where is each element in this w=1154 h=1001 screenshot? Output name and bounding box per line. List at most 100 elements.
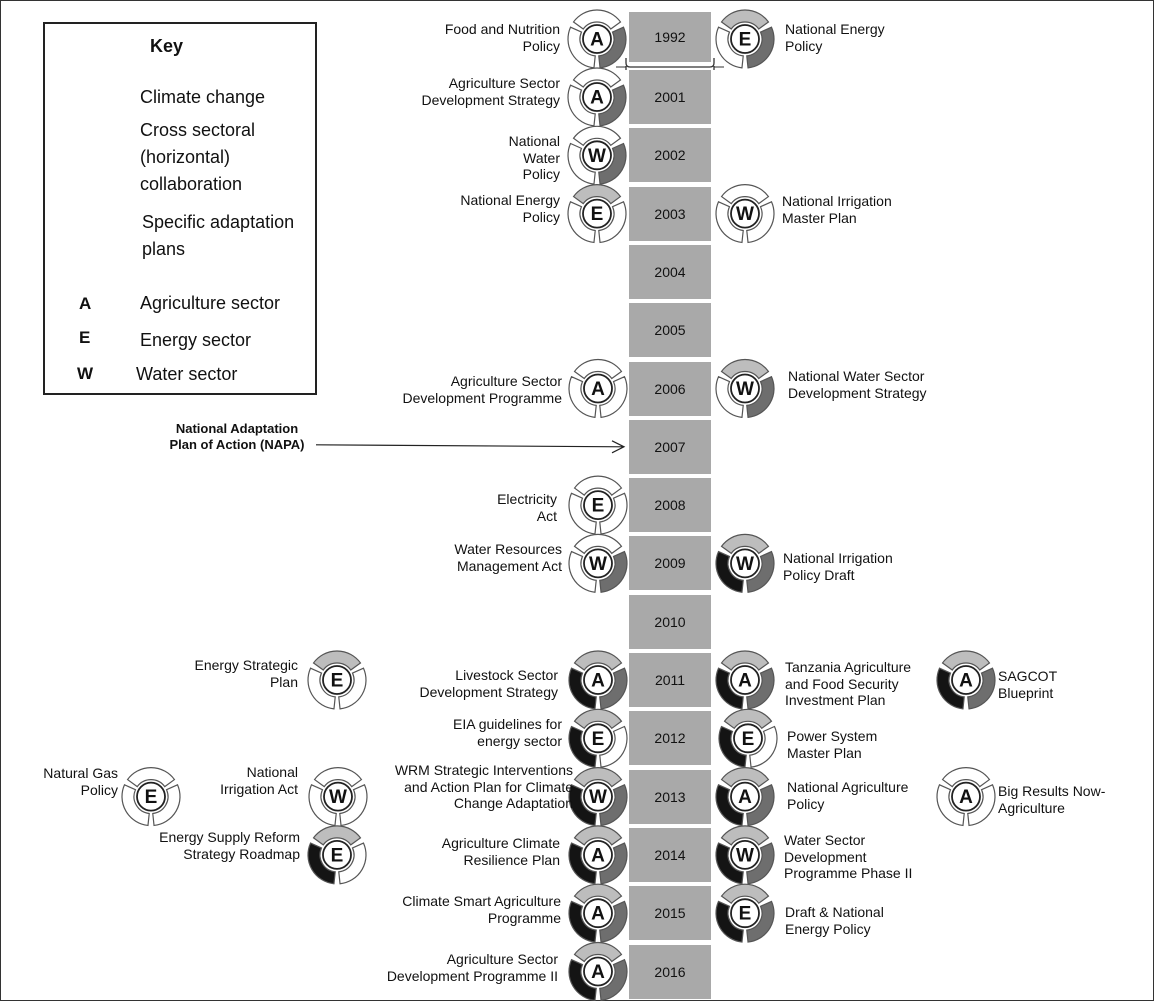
sector-badge: [323, 781, 353, 812]
cross-sectoral-segment: [152, 784, 181, 827]
cross-sectoral-segment: [338, 667, 367, 710]
sector-letter: A: [591, 962, 605, 983]
specific-adaptation-segment: [715, 201, 744, 244]
climate-segment: [573, 650, 623, 671]
policy-ring-2011-left-1: A: [568, 650, 628, 710]
policy-label-2015-left-1: Climate Smart Agriculture Programme: [402, 893, 561, 926]
climate-segment: [573, 708, 623, 730]
policy-ring-2001-left-1: A: [567, 67, 627, 127]
policy-ring-2013-left-3: E: [121, 767, 181, 827]
policy-label-2009-left-1: Water Resources Management Act: [454, 541, 562, 574]
cross-sectoral-segment: [599, 375, 628, 419]
policy-label-2014-left-2: Energy Supply Reform Strategy Roadmap: [159, 829, 300, 862]
year-box-2012: 2012: [629, 711, 711, 766]
year-box-2008: 2008: [629, 478, 711, 533]
sector-badge: [730, 24, 760, 54]
cross-sectoral-segment: [599, 958, 628, 1001]
policy-ring-2014-left-2: E: [307, 825, 367, 885]
napa-label: National Adaptation Plan of Action (NAPA…: [169, 421, 305, 452]
cross-sectoral-segment: [746, 201, 775, 244]
sector-badge: [730, 781, 760, 812]
policy-ring-2011-left-2: E: [307, 650, 367, 710]
sector-letter: A: [738, 671, 752, 692]
year-box-2003: 2003: [629, 186, 711, 241]
policy-label-2015-right-1: Draft & National Energy Policy: [785, 904, 884, 937]
sector-badge: [582, 140, 612, 171]
policy-ring-2008-left-1: E: [568, 475, 628, 535]
climate-segment: [573, 825, 623, 846]
sector-letter: A: [591, 904, 605, 925]
cross-sectoral-segment: [746, 550, 775, 593]
policy-label-2011-left-1: Livestock Sector Development Strategy: [419, 667, 558, 700]
specific-adaptation-segment: [568, 784, 597, 827]
policy-label-2006-right-1: National Water Sector Development Strate…: [788, 368, 927, 401]
climate-segment: [720, 825, 770, 846]
key-panel: [43, 22, 317, 395]
policy-ring-2003-left-1: E: [567, 184, 627, 244]
sector-badge: [582, 24, 612, 54]
policy-label-2003-left-1: National Energy Policy: [460, 192, 560, 225]
sector-letter: A: [590, 88, 604, 109]
policy-label-1992-right-1: National Energy Policy: [785, 21, 885, 54]
policy-label-2011-right-1: Tanzania Agriculture and Food Security I…: [785, 659, 912, 708]
sector-letter: E: [739, 904, 752, 925]
sector-letter: E: [742, 729, 755, 750]
year-box-2004: 2004: [629, 244, 711, 299]
specific-adaptation-segment: [568, 667, 597, 710]
policy-label-2013-right-2: Big Results Now-Agriculture: [998, 783, 1106, 816]
key-letter-w: W: [77, 364, 94, 383]
year-box-2014: 2014: [629, 827, 711, 882]
policy-label-2013-left-1: WRM Strategic Interventions and Action P…: [394, 762, 573, 811]
policy-ring-2003-right-1: W: [715, 184, 775, 244]
policy-label-2013-right-1: National Agriculture Policy: [787, 779, 909, 812]
policy-ring-2013-right-1: A: [715, 767, 775, 827]
climate-segment: [720, 650, 770, 671]
policy-label-2014-right-1: Water Sector Development Programme Phase…: [784, 832, 913, 881]
climate-segment: [572, 184, 622, 205]
policy-ring-2015-right-1: E: [715, 883, 775, 943]
napa-arrow: [315, 440, 626, 454]
policy-ring-1992-right-1: E: [715, 9, 775, 69]
sector-letter: A: [738, 787, 752, 808]
sector-badge: [136, 781, 166, 812]
policy-ring-2012-right-1: E: [718, 708, 778, 768]
sector-letter: E: [331, 671, 344, 692]
climate-segment: [720, 358, 770, 380]
policy-label-2001-left-1: Agriculture Sector Development Strategy: [421, 75, 560, 108]
sector-letter: E: [145, 787, 158, 808]
policy-ring-2013-left-1: W: [568, 767, 628, 827]
sector-letter: A: [590, 30, 604, 51]
sector-badge: [322, 840, 352, 870]
specific-adaptation-segment: [936, 667, 965, 710]
specific-adaptation-segment: [121, 784, 150, 827]
climate-segment: [573, 941, 623, 963]
policy-ring-2013-right-2: A: [936, 767, 996, 827]
specific-adaptation-segment: [568, 375, 597, 419]
sector-letter: W: [736, 845, 754, 866]
year-box-2015: 2015: [629, 886, 711, 941]
sector-letter: A: [959, 671, 973, 692]
sector-badge: [582, 82, 612, 112]
climate-segment: [941, 650, 991, 671]
key-water-text: Water sector: [136, 364, 238, 384]
cross-sectoral-segment: [339, 784, 368, 827]
specific-adaptation-segment: [715, 667, 744, 710]
climate-segment: [723, 708, 773, 730]
climate-segment: [573, 358, 623, 380]
specific-adaptation-segment: [308, 784, 337, 827]
specific-adaptation-segment: [715, 375, 744, 419]
policy-label-2008-left-1: Electricity Act: [497, 491, 557, 524]
year-box-2001: 2001: [629, 70, 711, 124]
policy-label-2006-left-1: Agriculture Sector Development Programme: [402, 373, 562, 406]
specific-adaptation-segment: [715, 784, 744, 827]
year-box-2006: 2006: [629, 361, 711, 416]
sector-letter: E: [739, 30, 752, 51]
cross-sectoral-segment: [598, 201, 627, 244]
climate-segment: [572, 9, 622, 30]
sector-badge: [730, 665, 760, 695]
sector-letter: E: [331, 845, 344, 866]
climate-segment: [312, 650, 362, 671]
policy-ring-2013-left-2: W: [308, 767, 368, 827]
